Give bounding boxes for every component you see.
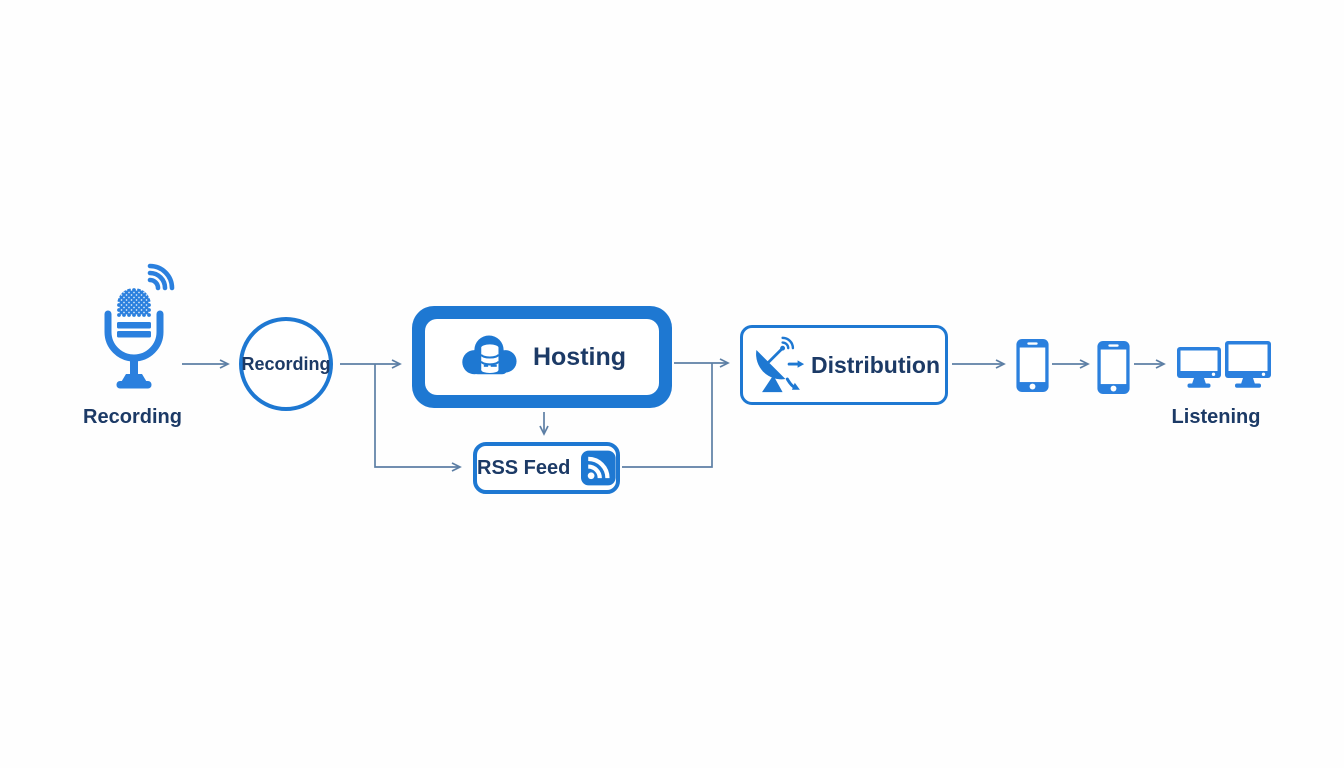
hosting-node: Hosting	[412, 306, 672, 408]
hosting-inner-panel: Hosting	[425, 319, 659, 395]
smartphone-icon-1	[1016, 339, 1049, 392]
recording-source-label: Recording	[83, 406, 182, 428]
desktop-monitors-icon	[1177, 341, 1271, 388]
microphone-icon	[104, 263, 175, 389]
satellite-dish-icon	[756, 336, 805, 393]
listening-label: Listening	[1171, 406, 1261, 428]
rss-feed-node: RSS Feed	[473, 442, 620, 494]
rss-feed-label: RSS Feed	[477, 456, 571, 479]
recording-circle-node: Recording	[239, 317, 333, 411]
distribution-node: Distribution	[740, 325, 948, 405]
cloud-server-icon	[462, 335, 517, 375]
recording-circle-label: Recording	[241, 353, 331, 374]
rss-icon	[581, 450, 616, 486]
hosting-label: Hosting	[532, 342, 627, 371]
distribution-label: Distribution	[810, 351, 941, 378]
smartphone-icon-2	[1097, 341, 1130, 394]
